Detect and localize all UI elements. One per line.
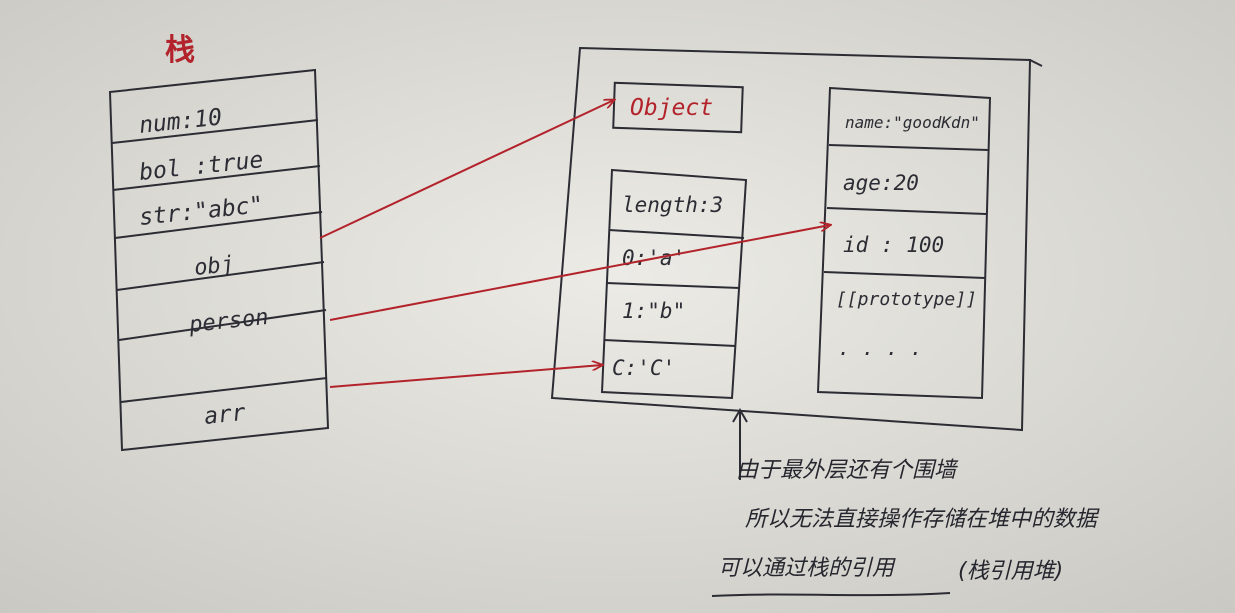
person-cell-more: . . . . <box>838 336 922 360</box>
stack-box <box>108 68 330 452</box>
stack-cell-arr: arr <box>203 400 247 430</box>
obj-reference-arrow <box>319 100 614 239</box>
array-box <box>600 168 748 400</box>
stack-cell-obj: obj <box>193 252 235 281</box>
wall-pointer-arrow <box>732 408 748 480</box>
person-cell-age: age:20 <box>843 171 919 195</box>
person-cell-id: id : 100 <box>843 233 944 257</box>
heap-wall <box>550 46 1043 432</box>
object-label: Object <box>630 95 713 121</box>
arr-reference-arrow <box>329 365 602 388</box>
person-cell-name: name:"goodKdn" <box>845 113 980 132</box>
person-box <box>816 86 992 400</box>
note-underline <box>711 592 951 597</box>
note-line-3-black: (栈引用堆) <box>958 559 1063 584</box>
array-cell-2: C:'C' <box>612 356 675 380</box>
person-cell-prototype: [[prototype]] <box>836 289 977 310</box>
stack-title: 栈 <box>165 33 195 68</box>
note-line-1: 由于最外层还有个围墙 <box>736 458 959 483</box>
array-cell-1: 1:"b" <box>622 299 685 323</box>
note-line-2: 所以无法直接操作存储在堆中的数据 <box>745 507 1100 532</box>
person-reference-arrow <box>329 225 830 321</box>
note-line-3-red: 可以通过栈的引用 <box>718 556 896 581</box>
array-cell-length: length:3 <box>622 193 723 217</box>
